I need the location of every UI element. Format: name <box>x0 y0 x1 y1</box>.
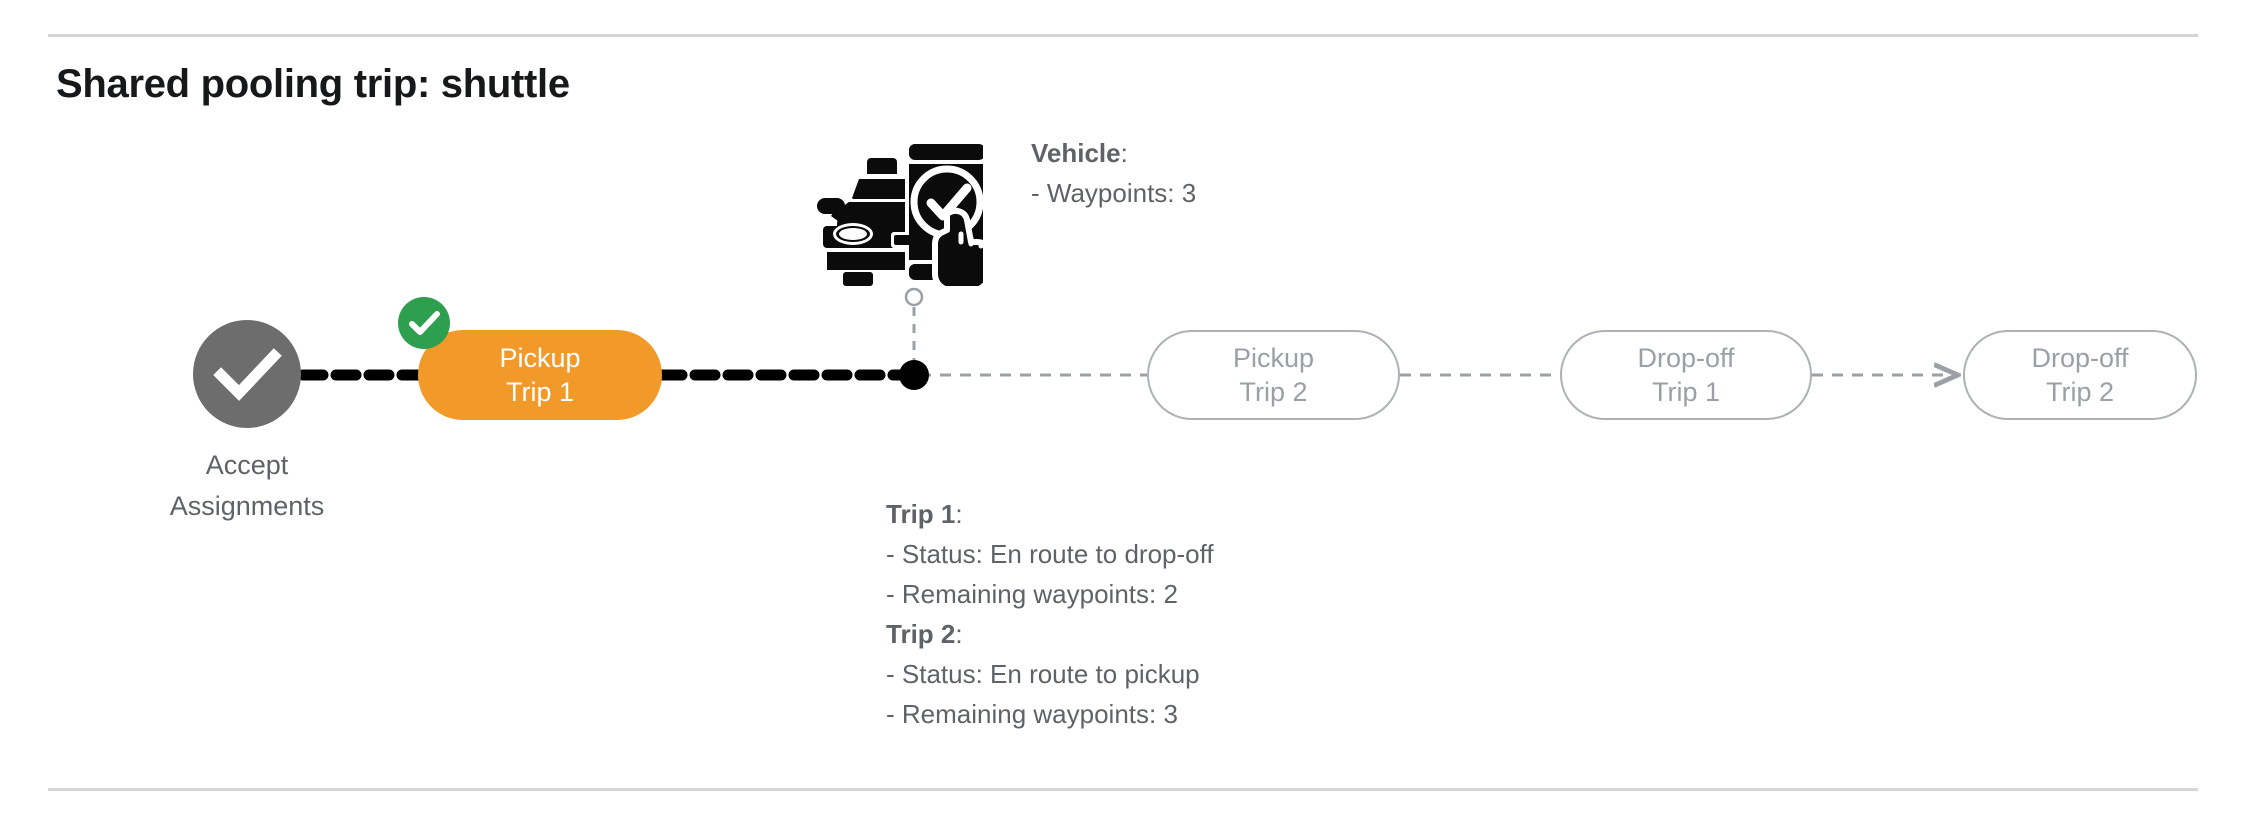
trip-1-heading-row: Trip 1: <box>886 494 1214 534</box>
start-node-label: Accept Assignments <box>107 445 387 527</box>
waypoint-circle <box>904 287 924 307</box>
check-circle-icon <box>213 348 282 401</box>
trip-2-colon: : <box>955 619 963 649</box>
trip-1-waypoints-line: - Remaining waypoints: 2 <box>886 579 1178 609</box>
trip-1-colon: : <box>955 499 963 529</box>
node-dropoff-trip-2-line2: Trip 2 <box>2045 377 2114 407</box>
node-pickup-trip-1-line2: Trip 1 <box>505 377 574 407</box>
trips-annotation: Trip 1: - Status: En route to drop-off -… <box>886 494 1214 734</box>
trip-2-status-line: - Status: En route to pickup <box>886 659 1200 689</box>
start-node-accept-assignments[interactable] <box>193 320 301 428</box>
node-pickup-trip-1[interactable]: Pickup Trip 1 <box>418 330 662 420</box>
page-title: Shared pooling trip: shuttle <box>56 62 570 106</box>
vehicle-annotation-line-1: - Waypoints: 3 <box>1031 178 1197 208</box>
divider-top <box>48 34 2198 37</box>
start-node-label-line2: Assignments <box>169 491 325 521</box>
node-dropoff-trip-1[interactable]: Drop-off Trip 1 <box>1560 330 1812 420</box>
node-dropoff-trip-1-line1: Drop-off <box>1637 343 1735 373</box>
node-pickup-trip-2-line1: Pickup <box>1232 343 1315 373</box>
vehicle-position-dot <box>899 360 929 390</box>
node-dropoff-trip-2-line1: Drop-off <box>2031 343 2129 373</box>
trip-2-heading-row: Trip 2: <box>886 614 1214 654</box>
vehicle-annotation: Vehicle: - Waypoints: 3 <box>1031 133 1196 213</box>
vehicle-annotation-heading-row: Vehicle: <box>1031 133 1196 173</box>
check-badge-icon <box>398 297 450 349</box>
divider-bottom <box>48 788 2198 791</box>
vehicle-annotation-heading: Vehicle <box>1031 138 1121 168</box>
trip-1-heading: Trip 1 <box>886 499 956 529</box>
check-glyph-icon <box>409 311 440 335</box>
vehicle-annotation-colon: : <box>1120 138 1128 168</box>
trip-1-status-line: - Status: En route to drop-off <box>886 539 1214 569</box>
node-pickup-trip-2-line2: Trip 2 <box>1239 377 1308 407</box>
trip-2-waypoints-line: - Remaining waypoints: 3 <box>886 699 1178 729</box>
start-node-label-line1: Accept <box>205 450 289 480</box>
node-dropoff-trip-1-line2: Trip 1 <box>1651 377 1720 407</box>
node-dropoff-trip-2[interactable]: Drop-off Trip 2 <box>1963 330 2197 420</box>
car-phone-check-icon <box>815 122 983 286</box>
node-pickup-trip-2[interactable]: Pickup Trip 2 <box>1147 330 1400 420</box>
trip-2-heading: Trip 2 <box>886 619 956 649</box>
node-pickup-trip-1-line1: Pickup <box>499 343 581 373</box>
